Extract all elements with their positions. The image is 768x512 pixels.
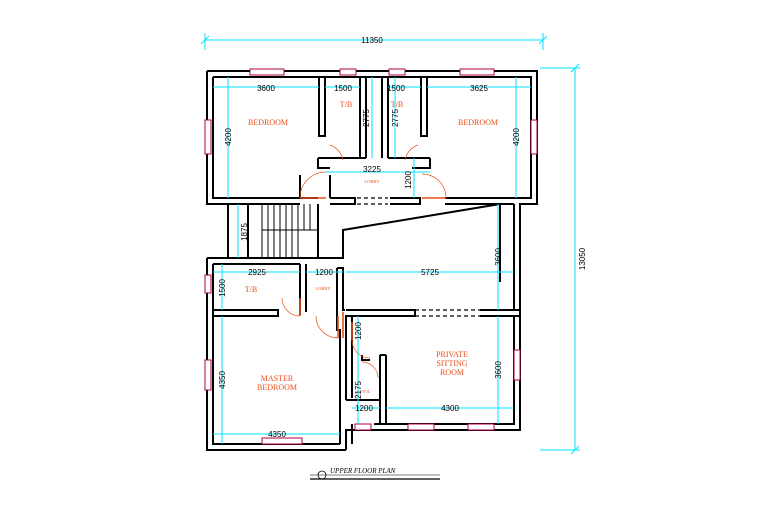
dim-1500-b: 1500 xyxy=(387,84,405,93)
room-tb-3: T/B xyxy=(245,285,257,294)
room-master-line1: MASTER xyxy=(261,374,294,383)
dim-1200-lobby: 1200 xyxy=(404,171,413,189)
interior-dimensions xyxy=(213,77,531,444)
room-private-line3: ROOM xyxy=(440,368,464,377)
room-bedroom-right: BEDROOM xyxy=(458,118,498,127)
dim-4200-left: 4200 xyxy=(224,128,233,146)
openings xyxy=(357,197,480,317)
room-tb-1: T/B xyxy=(340,100,352,109)
room-lobby-mid: LOBBY xyxy=(315,286,331,291)
dim-1200-bottom: 1200 xyxy=(355,404,373,413)
dim-4350-vert: 4350 xyxy=(218,371,227,389)
dim-2775-b: 2775 xyxy=(391,109,400,127)
plan-title-text: UPPER FLOOR PLAN xyxy=(330,467,396,475)
overall-depth-dimension: 13050 xyxy=(540,63,587,455)
room-private-line1: PRIVATE xyxy=(436,350,468,359)
overall-width-dimension: 11350 xyxy=(200,33,548,50)
room-toilet: TOL xyxy=(362,389,371,394)
dim-3600-right-a: 3600 xyxy=(494,248,503,266)
dim-5725: 5725 xyxy=(421,268,439,277)
dim-4300: 4300 xyxy=(441,404,459,413)
overall-depth-label: 13050 xyxy=(578,247,587,270)
dim-1875: 1875 xyxy=(240,223,249,241)
dim-3625: 3625 xyxy=(470,84,488,93)
room-private-line2: SITTING xyxy=(436,359,467,368)
plan-title: UPPER FLOOR PLAN xyxy=(310,467,440,480)
room-lobby-top: LOBBY xyxy=(364,179,380,184)
dim-1200-vert: 1200 xyxy=(354,322,363,340)
dim-1500-left: 1500 xyxy=(218,279,227,297)
room-tb-2: T/B xyxy=(391,100,403,109)
staircase xyxy=(261,204,318,258)
doors xyxy=(281,144,447,379)
dim-2775-a: 2775 xyxy=(362,109,371,127)
room-bedroom-left: BEDROOM xyxy=(248,118,288,127)
windows xyxy=(204,68,538,445)
overall-width-label: 11350 xyxy=(361,36,383,45)
dim-4350-bottom: 4350 xyxy=(268,430,286,439)
dim-1500-a: 1500 xyxy=(334,84,352,93)
room-labels: BEDROOM BEDROOM T/B T/B LOBBY T/B LOBBY … xyxy=(245,100,498,394)
room-master-line2: BEDROOM xyxy=(257,383,297,392)
dimension-labels: 3600 1500 1500 3625 4200 4200 2775 2775 … xyxy=(218,84,521,439)
dim-3600-top: 3600 xyxy=(257,84,275,93)
dim-4200-right: 4200 xyxy=(512,128,521,146)
dim-3225: 3225 xyxy=(363,165,381,174)
dim-2175: 2175 xyxy=(354,381,363,399)
dim-3600-right-b: 3600 xyxy=(494,361,503,379)
dim-2925: 2925 xyxy=(248,268,266,277)
dim-1200-mid: 1200 xyxy=(315,268,333,277)
